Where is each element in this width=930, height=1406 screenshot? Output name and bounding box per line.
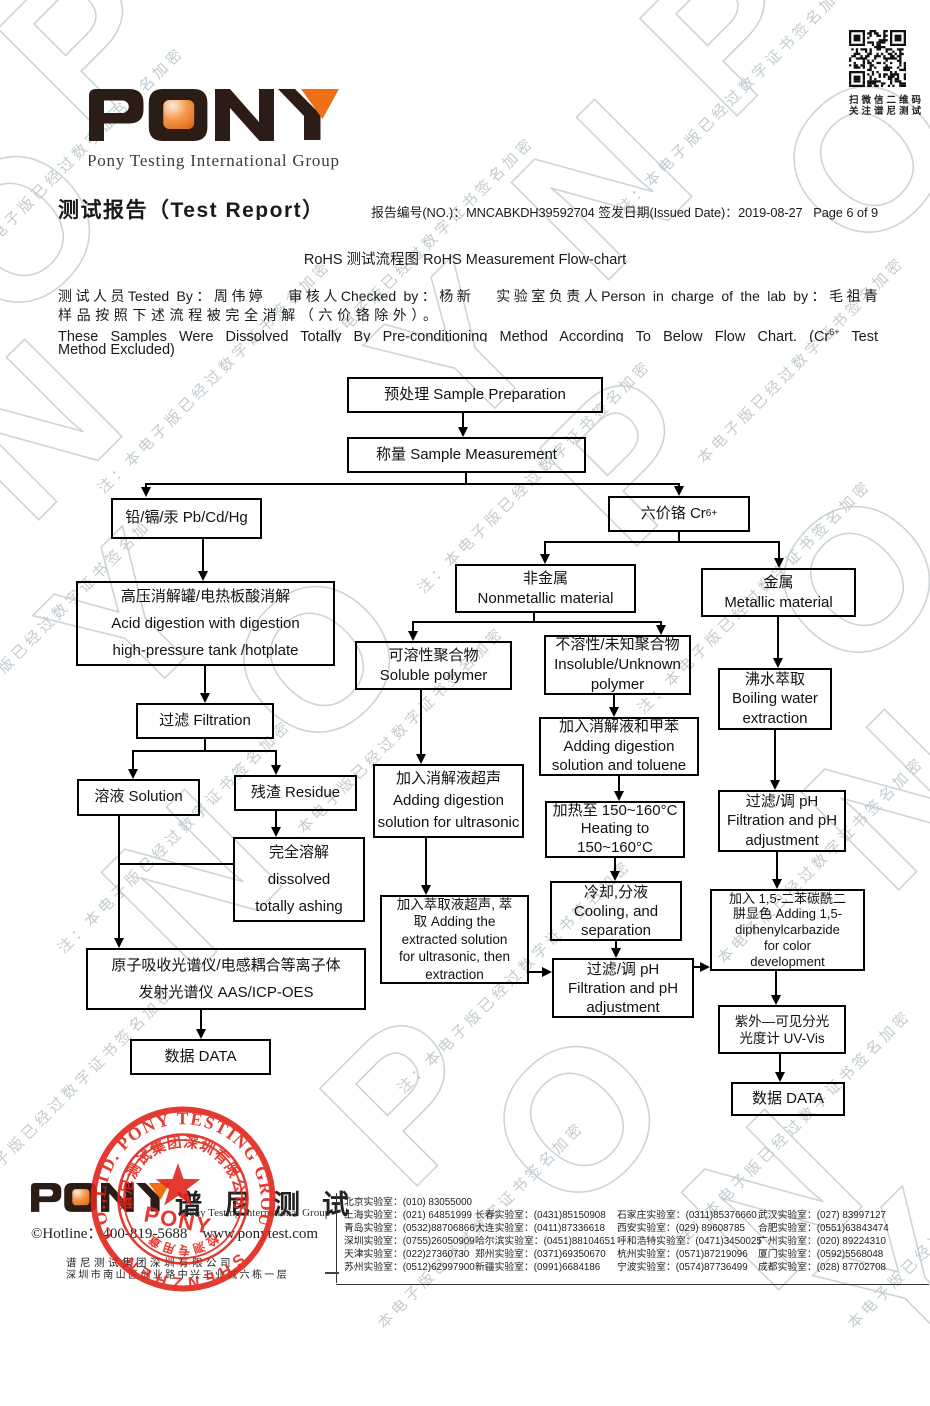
svg-text:Pony Testing International Gro: Pony Testing International Group xyxy=(89,151,339,170)
svg-text:CO.,LTD. PONY TESTING GROUP: CO.,LTD. PONY TESTING GROUP xyxy=(0,0,277,1243)
svg-text:检测专用章: 检测专用章 xyxy=(144,1231,222,1258)
